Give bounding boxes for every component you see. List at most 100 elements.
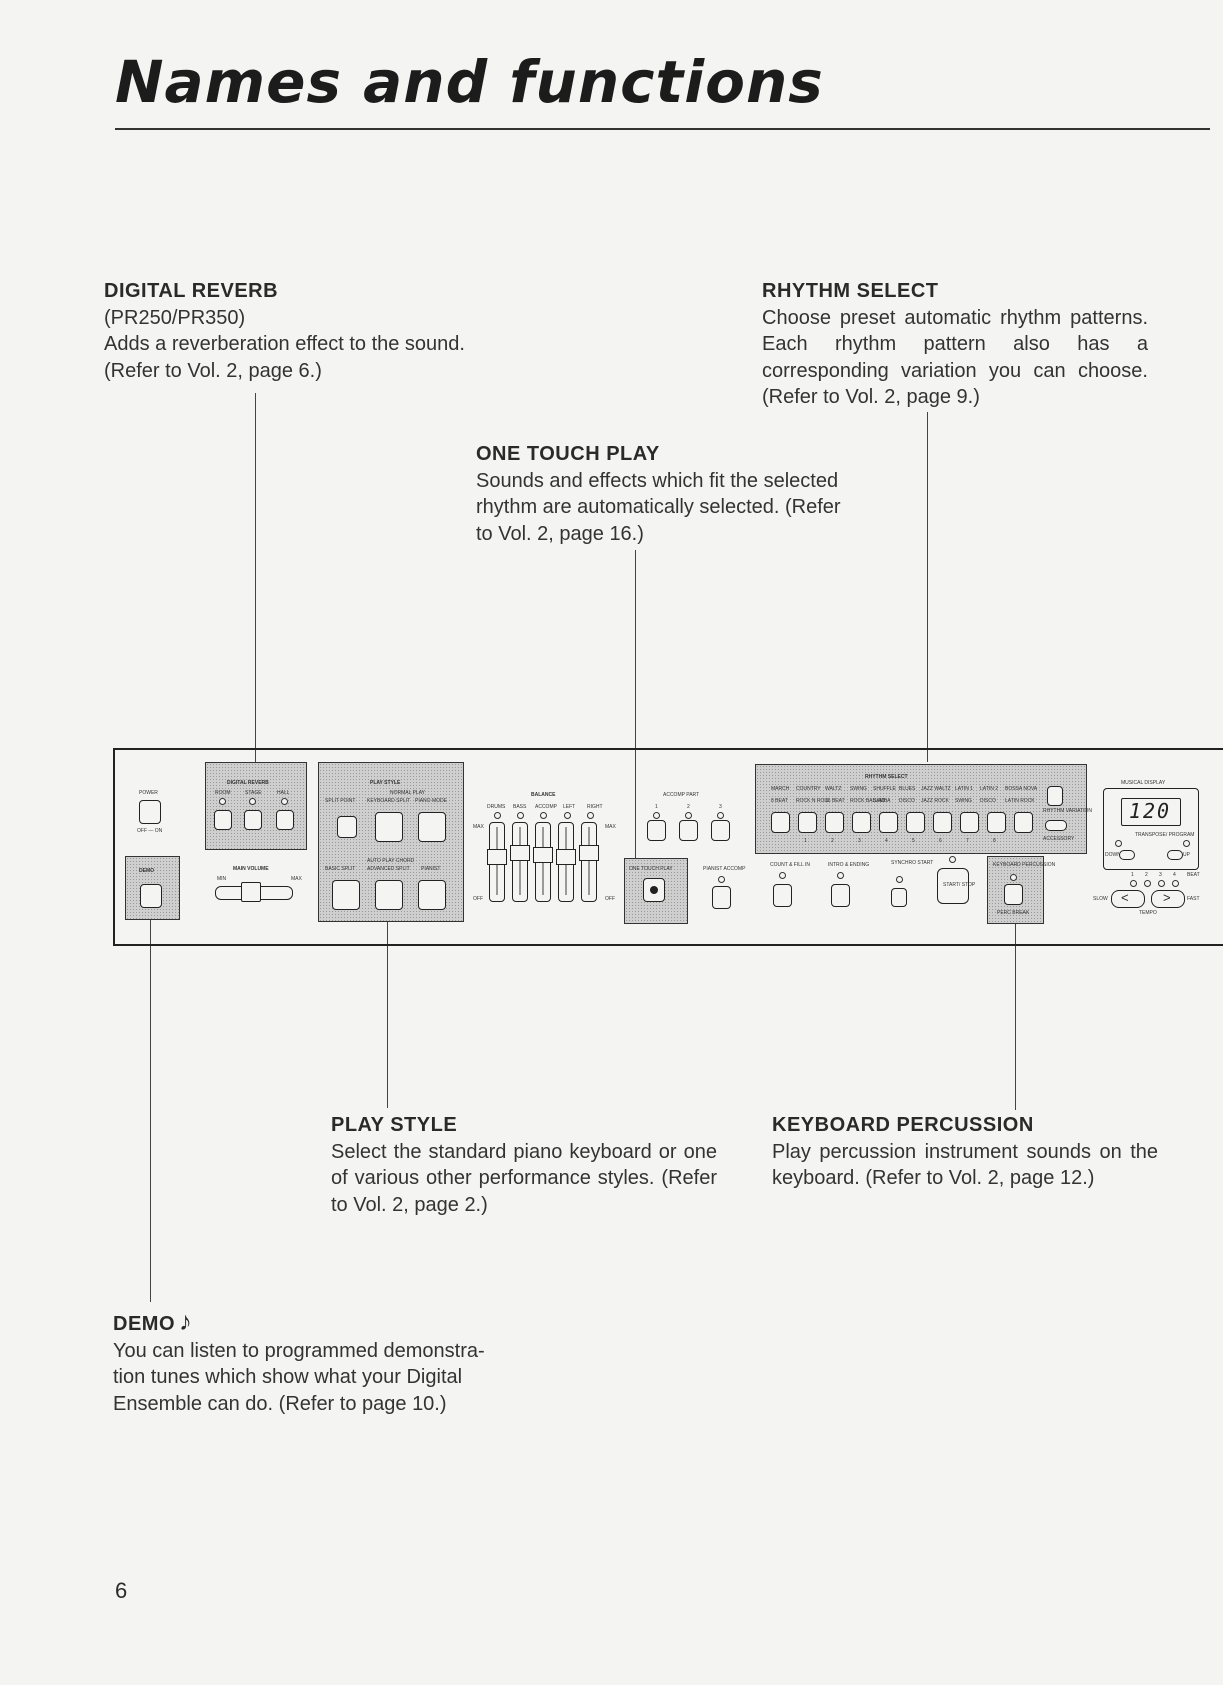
right-fader[interactable] [579,822,599,902]
rhythm-button-10[interactable] [1014,812,1033,833]
up-label: UP [1183,852,1190,858]
rhythm-variation-button[interactable] [1047,786,1063,806]
piano-mode-button[interactable] [418,812,446,842]
accomp-part-1-button[interactable] [647,820,666,841]
reverb-hall-button[interactable] [276,810,294,830]
balance-max-label: MAX [605,824,616,830]
split-point-button[interactable] [337,816,357,838]
rhythm-name: MARCH [771,786,790,792]
leader-line-demo [150,918,152,1302]
play-style-option-label: ADVANCED SPLIT [367,866,410,872]
balance-title: BALANCE [531,792,556,798]
rhythm-number: 8 [993,838,996,844]
beat-label: BEAT [1187,872,1200,878]
program-led [1183,840,1190,847]
advanced-split-button[interactable] [375,880,403,910]
volume-min-label: MIN [217,876,227,882]
fader-knob[interactable] [510,845,530,861]
accomp-part-title: ACCOMP PART [663,792,700,798]
balance-off-label: OFF [605,896,615,902]
main-volume-knob[interactable] [241,882,261,902]
basic-split-button[interactable] [332,880,360,910]
tempo-slow-button[interactable] [1111,890,1145,908]
transpose-down-button[interactable] [1119,850,1135,860]
fader-knob[interactable] [556,849,576,865]
transpose-up-button[interactable] [1167,850,1183,860]
callout-heading: ONE TOUCH PLAY [476,443,660,465]
intro-ending-button[interactable] [831,884,850,907]
main-volume-label: MAIN VOLUME [233,866,269,872]
callout-heading: KEYBOARD PERCUSSION [772,1114,1034,1136]
accomp-part-3-button[interactable] [711,820,730,841]
reverb-room-button[interactable] [214,810,232,830]
power-button[interactable] [139,800,161,824]
accomp-part-led [653,812,660,819]
pianist-accomp-led [718,876,725,883]
reverb-stage-button[interactable] [244,810,262,830]
fader-knob[interactable] [533,847,553,863]
pianist-accomp-button[interactable] [712,886,731,909]
rhythm-name: ROCK BALLAD [850,798,886,804]
rhythm-button-6[interactable] [906,812,925,833]
rhythm-button-7[interactable] [933,812,952,833]
keyboard-split-button[interactable] [375,812,403,842]
rhythm-button-4[interactable] [852,812,871,833]
keyboard-percussion-label: KEYBOARD PERCUSSION [993,862,1056,868]
rhythm-select-title: RHYTHM SELECT [865,774,908,780]
callout-heading: PLAY STYLE [331,1114,458,1136]
title-divider [115,128,1210,130]
reverb-option-label: HALL [277,790,290,796]
rhythm-name: DISCO [980,798,996,804]
start-stop-button[interactable] [937,868,969,904]
fader-knob[interactable] [579,845,599,861]
rhythm-number: 6 [939,838,942,844]
synchro-start-led [896,876,903,883]
rhythm-button-2[interactable] [798,812,817,833]
bass-fader[interactable] [510,822,530,902]
synchro-start-button[interactable] [891,888,907,907]
rhythm-button-1[interactable] [771,812,790,833]
pianist-button[interactable] [418,880,446,910]
count-fill-in-button[interactable] [773,884,792,907]
rhythm-button-8[interactable] [960,812,979,833]
rhythm-name: LATIN 2 [980,786,998,792]
demo-button[interactable] [140,884,162,908]
rhythm-button-3[interactable] [825,812,844,833]
rhythm-name: 16 BEAT [825,798,845,804]
balance-channel-label: RIGHT [587,804,603,810]
rhythm-name: BOSSA NOVA [1005,786,1038,792]
callout-line: Sounds and effects which fit the selecte… [476,469,839,492]
accomp-part-number: 1 [655,804,658,810]
callout-keyboard-percussion: KEYBOARD PERCUSSION Play percussion inst… [772,1112,1158,1192]
start-stop-led [949,856,956,863]
auto-play-chord-label: AUTO PLAY CHORD [367,858,415,864]
rhythm-button-9[interactable] [987,812,1006,833]
accomp-part-2-button[interactable] [679,820,698,841]
rhythm-name: JAZZ WALTZ [921,786,951,792]
callout-heading: DEMO♪ [113,1306,193,1336]
one-touch-play-section [624,858,688,924]
control-panel: POWER OFF ― ON DEMO DIGITAL REVERB ROOM … [113,748,1223,946]
music-note-icon: ♪ [179,1306,193,1336]
callout-line: You can listen to programmed demonstra- [113,1339,485,1362]
rhythm-name: SWING [955,798,972,804]
accomp-fader[interactable] [533,822,553,902]
tempo-fast-button[interactable] [1151,890,1185,908]
callout-demo: DEMO♪ You can listen to programmed demon… [113,1308,533,1417]
callout-heading: DIGITAL REVERB [104,280,279,302]
rhythm-name: SWING [850,786,867,792]
down-label: DOWN [1105,852,1121,858]
rhythm-button-5[interactable] [879,812,898,833]
drums-fader[interactable] [487,822,507,902]
accessory-button[interactable] [1045,820,1067,831]
keyboard-percussion-button[interactable] [1004,884,1023,905]
demo-label: DEMO [139,868,154,874]
left-fader[interactable] [556,822,576,902]
tempo-label: TEMPO [1139,910,1157,916]
reverb-led [281,798,288,805]
one-touch-play-indicator-icon [650,886,658,894]
power-label: POWER [139,790,158,796]
callout-rhythm-select: RHYTHM SELECT Choose preset automatic rh… [762,278,1148,411]
rhythm-name: SAMBA [873,798,891,804]
fader-knob[interactable] [487,849,507,865]
